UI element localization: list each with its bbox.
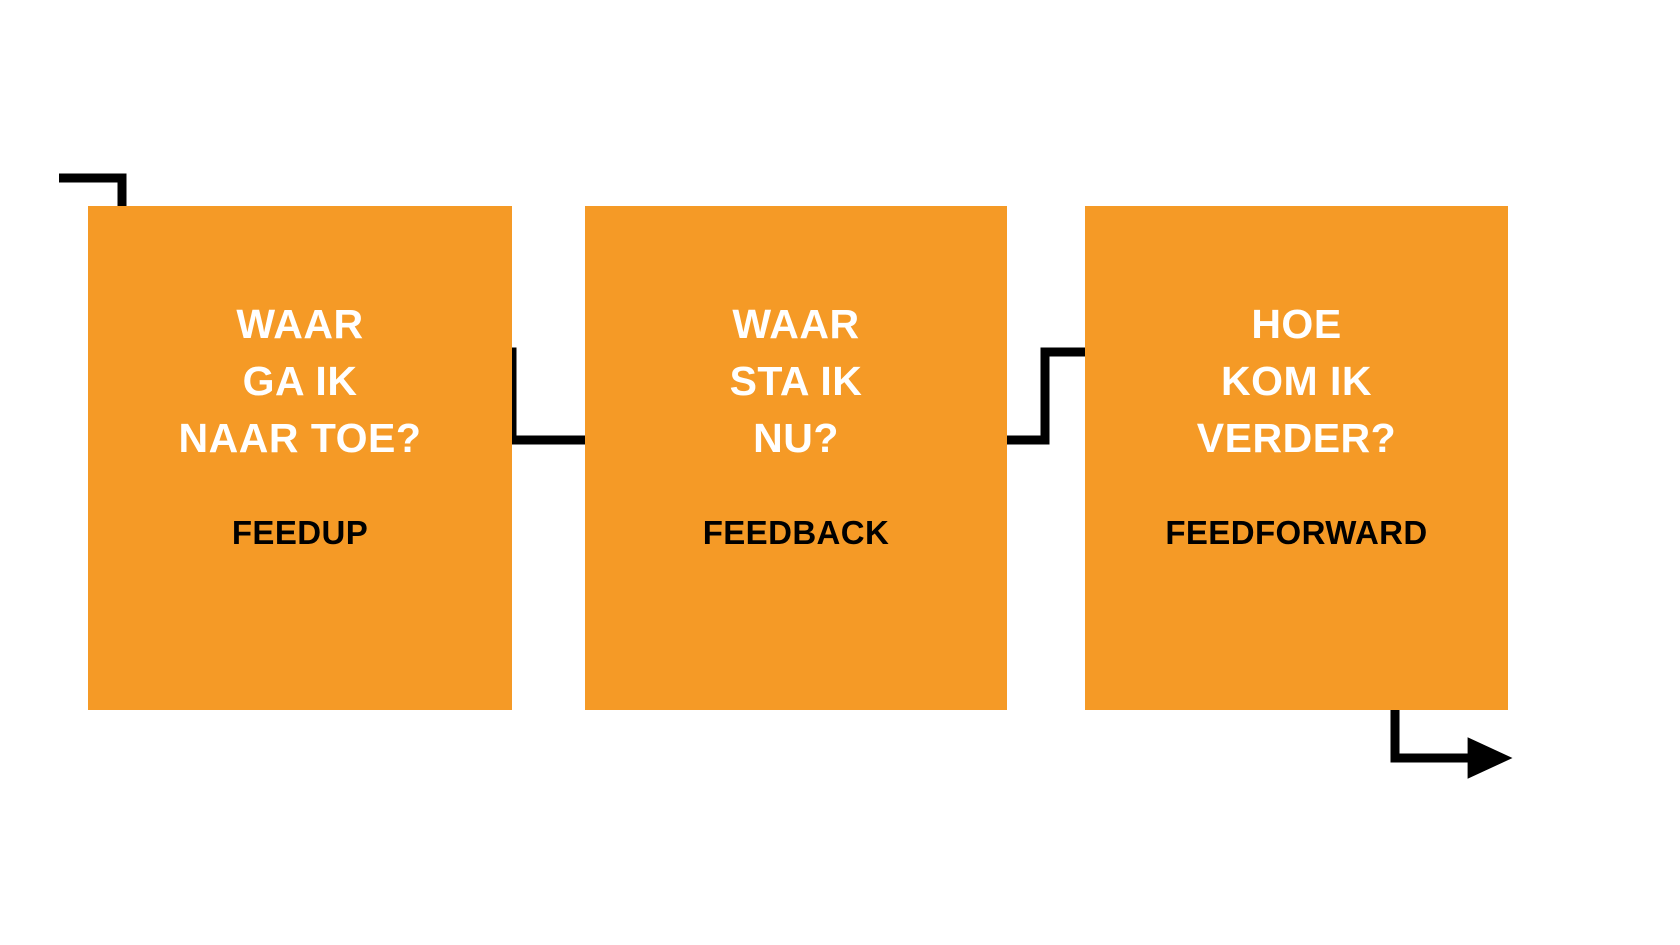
stage-content-feedup: WAAR GA IK NAAR TOE? FEEDUP: [88, 206, 512, 710]
stage-content-feedback: WAAR STA IK NU? FEEDBACK: [585, 206, 1007, 710]
stage-question-feedback: WAAR STA IK NU?: [729, 301, 863, 461]
stage-box-feedup[interactable]: WAAR GA IK NAAR TOE? FEEDUP: [88, 206, 512, 710]
stage-label-feedback: FEEDBACK: [702, 514, 890, 551]
stage-box-feedback[interactable]: WAAR STA IK NU? FEEDBACK: [585, 206, 1007, 710]
stage-question-feedforward: HOE KOM IK VERDER?: [1196, 301, 1397, 461]
stage-label-feedup: FEEDUP: [231, 514, 369, 551]
stage-question-feedup: WAAR GA IK NAAR TOE?: [178, 301, 422, 461]
stage-content-feedforward: HOE KOM IK VERDER? FEEDFORWARD: [1085, 206, 1508, 710]
stage-box-feedforward[interactable]: HOE KOM IK VERDER? FEEDFORWARD: [1085, 206, 1508, 710]
stage-label-feedforward: FEEDFORWARD: [1165, 514, 1428, 551]
